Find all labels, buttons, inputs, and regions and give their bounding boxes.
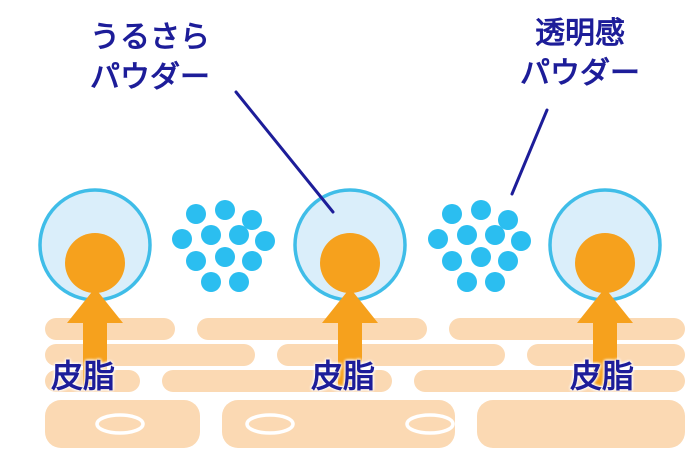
skin-brick [222,400,455,448]
powder-dot [457,272,477,292]
powder-dot [485,225,505,245]
skin-brick [162,370,392,392]
powder-dot [201,225,221,245]
powder-dot [511,231,531,251]
powder-dot [229,225,249,245]
powder-dot [215,200,235,220]
skin-brick [477,400,685,448]
powder-dot [242,251,262,271]
powder-dot [471,200,491,220]
skin-cell-nucleus-oval [405,413,455,435]
powder-dot [498,251,518,271]
skin-brick [277,344,505,366]
powder-dot [457,225,477,245]
powder-dot [242,210,262,230]
label-urusara-powder: うるさら パウダー [90,20,210,95]
label-sebum-right: 皮脂 [569,357,634,395]
powder-dot [498,210,518,230]
sebum-arrow-left [67,288,123,386]
label-sebum-left: 皮脂 [50,357,115,395]
powder-dot [229,272,249,292]
sebum-arrow-right [577,288,633,386]
powder-dot [215,247,235,267]
skin-brick [45,400,200,448]
skin-cell-nucleus-oval [245,413,295,435]
skin-brick [197,318,427,340]
powder-dot [186,204,206,224]
powder-dot [428,229,448,249]
toumeikan-powder-cluster-left [172,200,275,292]
powder-dot [255,231,275,251]
powder-dot [172,229,192,249]
skin-cell-nucleus-oval [95,413,145,435]
skin-layers [45,318,685,448]
label-sebum-middle: 皮脂 [310,357,375,395]
toumeikan-powder-cluster-right [428,200,531,292]
sebum-drop-left [65,233,125,293]
powder-dot [471,247,491,267]
skin-brick [414,370,685,392]
pointer-line-toumeikan [510,108,549,196]
powder-dot [201,272,221,292]
skin-brick [449,318,685,340]
powder-dot [442,251,462,271]
sebum-drop-middle [320,233,380,293]
powder-dot [442,204,462,224]
sebum-drop-right [575,233,635,293]
pointer-line-urusara [234,90,335,214]
skin-brick [45,318,175,340]
sebum-arrow-middle [322,288,378,386]
powder-dot [186,251,206,271]
label-toumeikan-powder: 透明感 パウダー [520,16,640,91]
powder-dot [485,272,505,292]
